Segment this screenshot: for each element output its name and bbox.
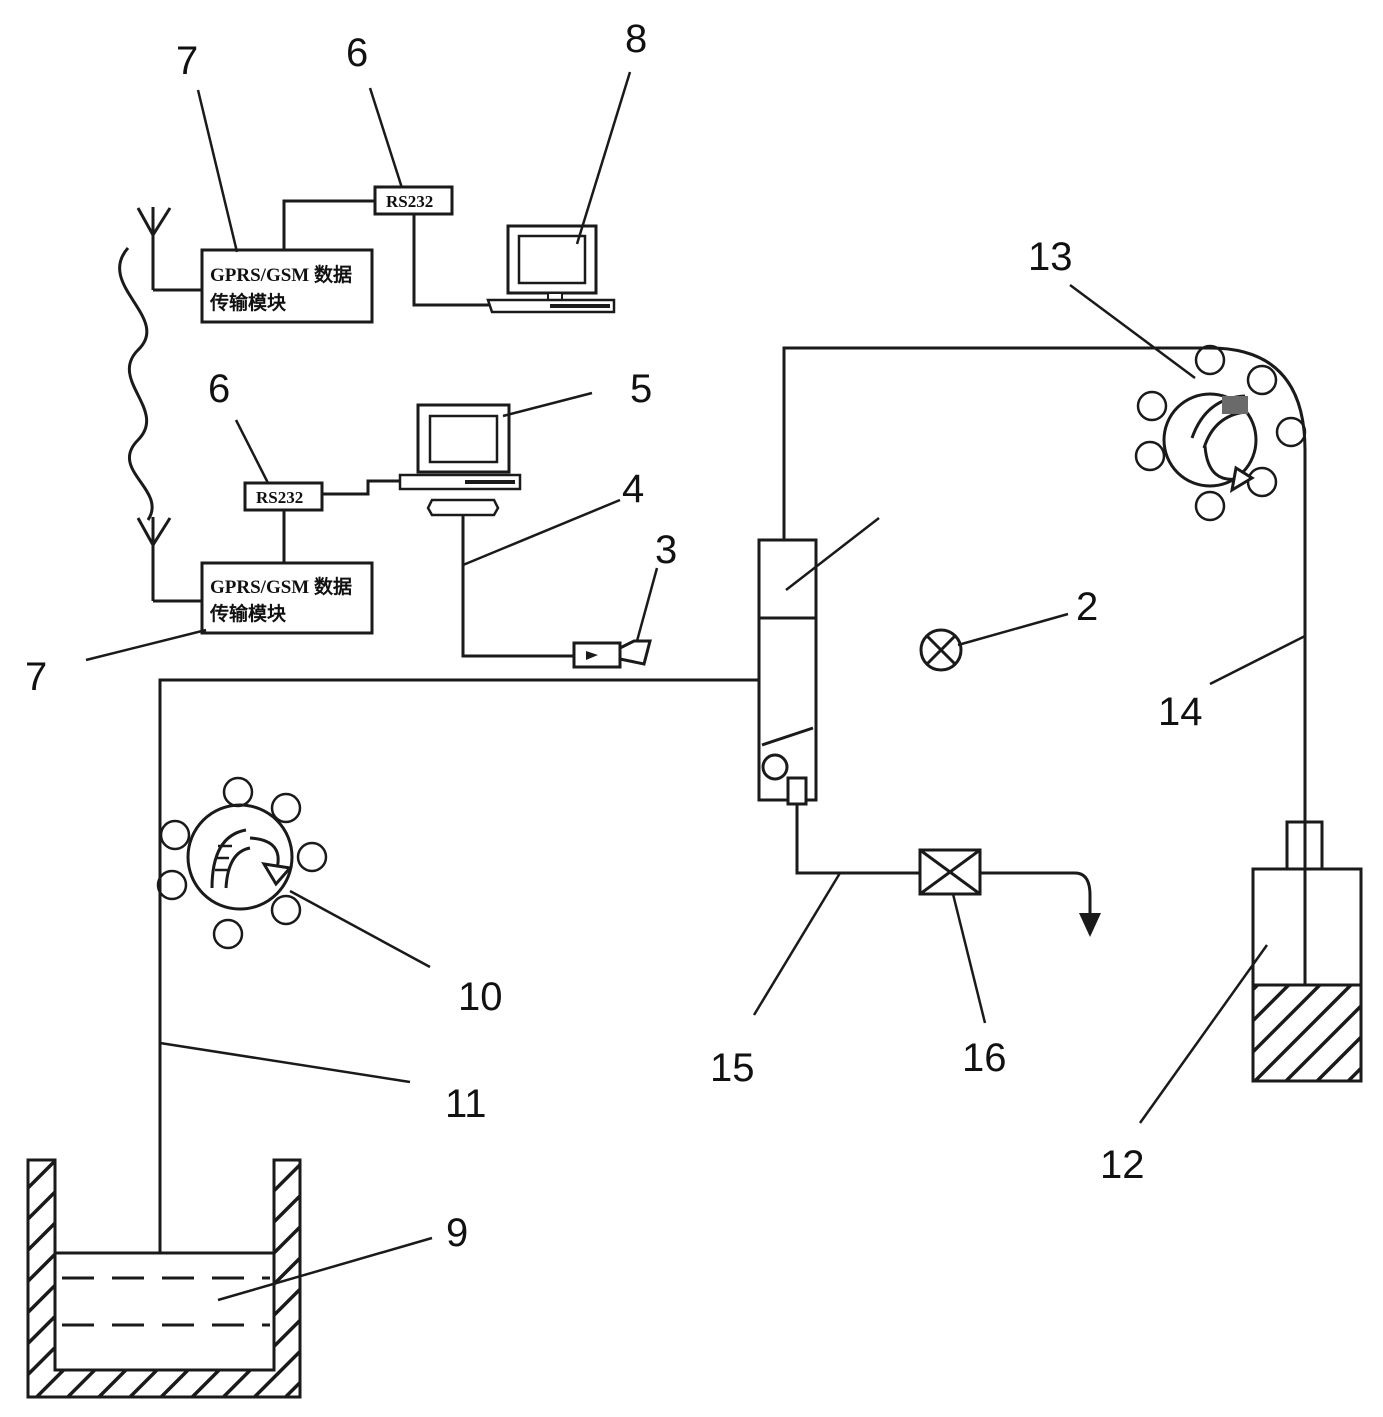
gprs-module-top-line2: 传输模块 (209, 291, 287, 314)
label-7-top: 7 (176, 39, 198, 83)
label-4: 4 (622, 467, 644, 511)
container-9 (26, 1158, 302, 1399)
pump-13 (1134, 344, 1307, 522)
label-16: 16 (962, 1036, 1007, 1080)
label-3: 3 (655, 528, 677, 572)
pipe-14-reagent (772, 346, 1307, 985)
label-10: 10 (458, 975, 503, 1019)
gprs-module-bottom-line1: GPRS/GSM 数据 (210, 575, 352, 598)
pipe-11-intake (158, 678, 800, 1253)
label-15: 15 (710, 1046, 755, 1090)
label-6-mid: 6 (208, 367, 230, 411)
rs232-mid-label: RS232 (256, 488, 303, 507)
light-source-2 (919, 628, 963, 672)
leader-lines (85, 71, 1306, 1302)
gprs-module-bottom: GPRS/GSM 数据 传输模块 (200, 561, 374, 635)
computer-5 (398, 403, 522, 517)
container-12 (1251, 820, 1363, 1083)
rs232-top: RS232 (373, 185, 454, 216)
flow-cell (757, 538, 818, 806)
gprs-module-top-line1: GPRS/GSM 数据 (210, 263, 352, 286)
antenna-bottom (136, 517, 202, 603)
gprs-module-top: GPRS/GSM 数据 传输模块 (200, 248, 374, 324)
valve-16 (918, 848, 1101, 937)
label-14: 14 (1158, 690, 1203, 734)
label-8: 8 (625, 17, 647, 61)
camera-3 (572, 639, 652, 669)
rs232-top-label: RS232 (386, 192, 433, 211)
pump-10 (156, 776, 328, 950)
label-6-top: 6 (346, 31, 368, 75)
pipe-15-outlet (795, 804, 920, 875)
label-13: 13 (1028, 235, 1073, 279)
computer-8 (486, 224, 616, 314)
rs232-mid: RS232 (243, 481, 324, 512)
label-12: 12 (1100, 1143, 1145, 1187)
wire-rs232-to-computer-8 (412, 214, 494, 307)
label-11: 11 (445, 1082, 487, 1126)
label-2: 2 (1076, 585, 1098, 629)
antenna-top (136, 207, 202, 292)
cable-4 (461, 515, 574, 658)
wire-rs232-to-computer-5 (322, 479, 403, 496)
wireless-link-wave (118, 247, 154, 521)
wire-gprs-to-rs232-top (282, 199, 375, 250)
gprs-module-bottom-line2: 传输模块 (209, 602, 287, 625)
label-7-bottom: 7 (25, 655, 47, 699)
label-5: 5 (630, 367, 652, 411)
label-9: 9 (446, 1211, 468, 1255)
